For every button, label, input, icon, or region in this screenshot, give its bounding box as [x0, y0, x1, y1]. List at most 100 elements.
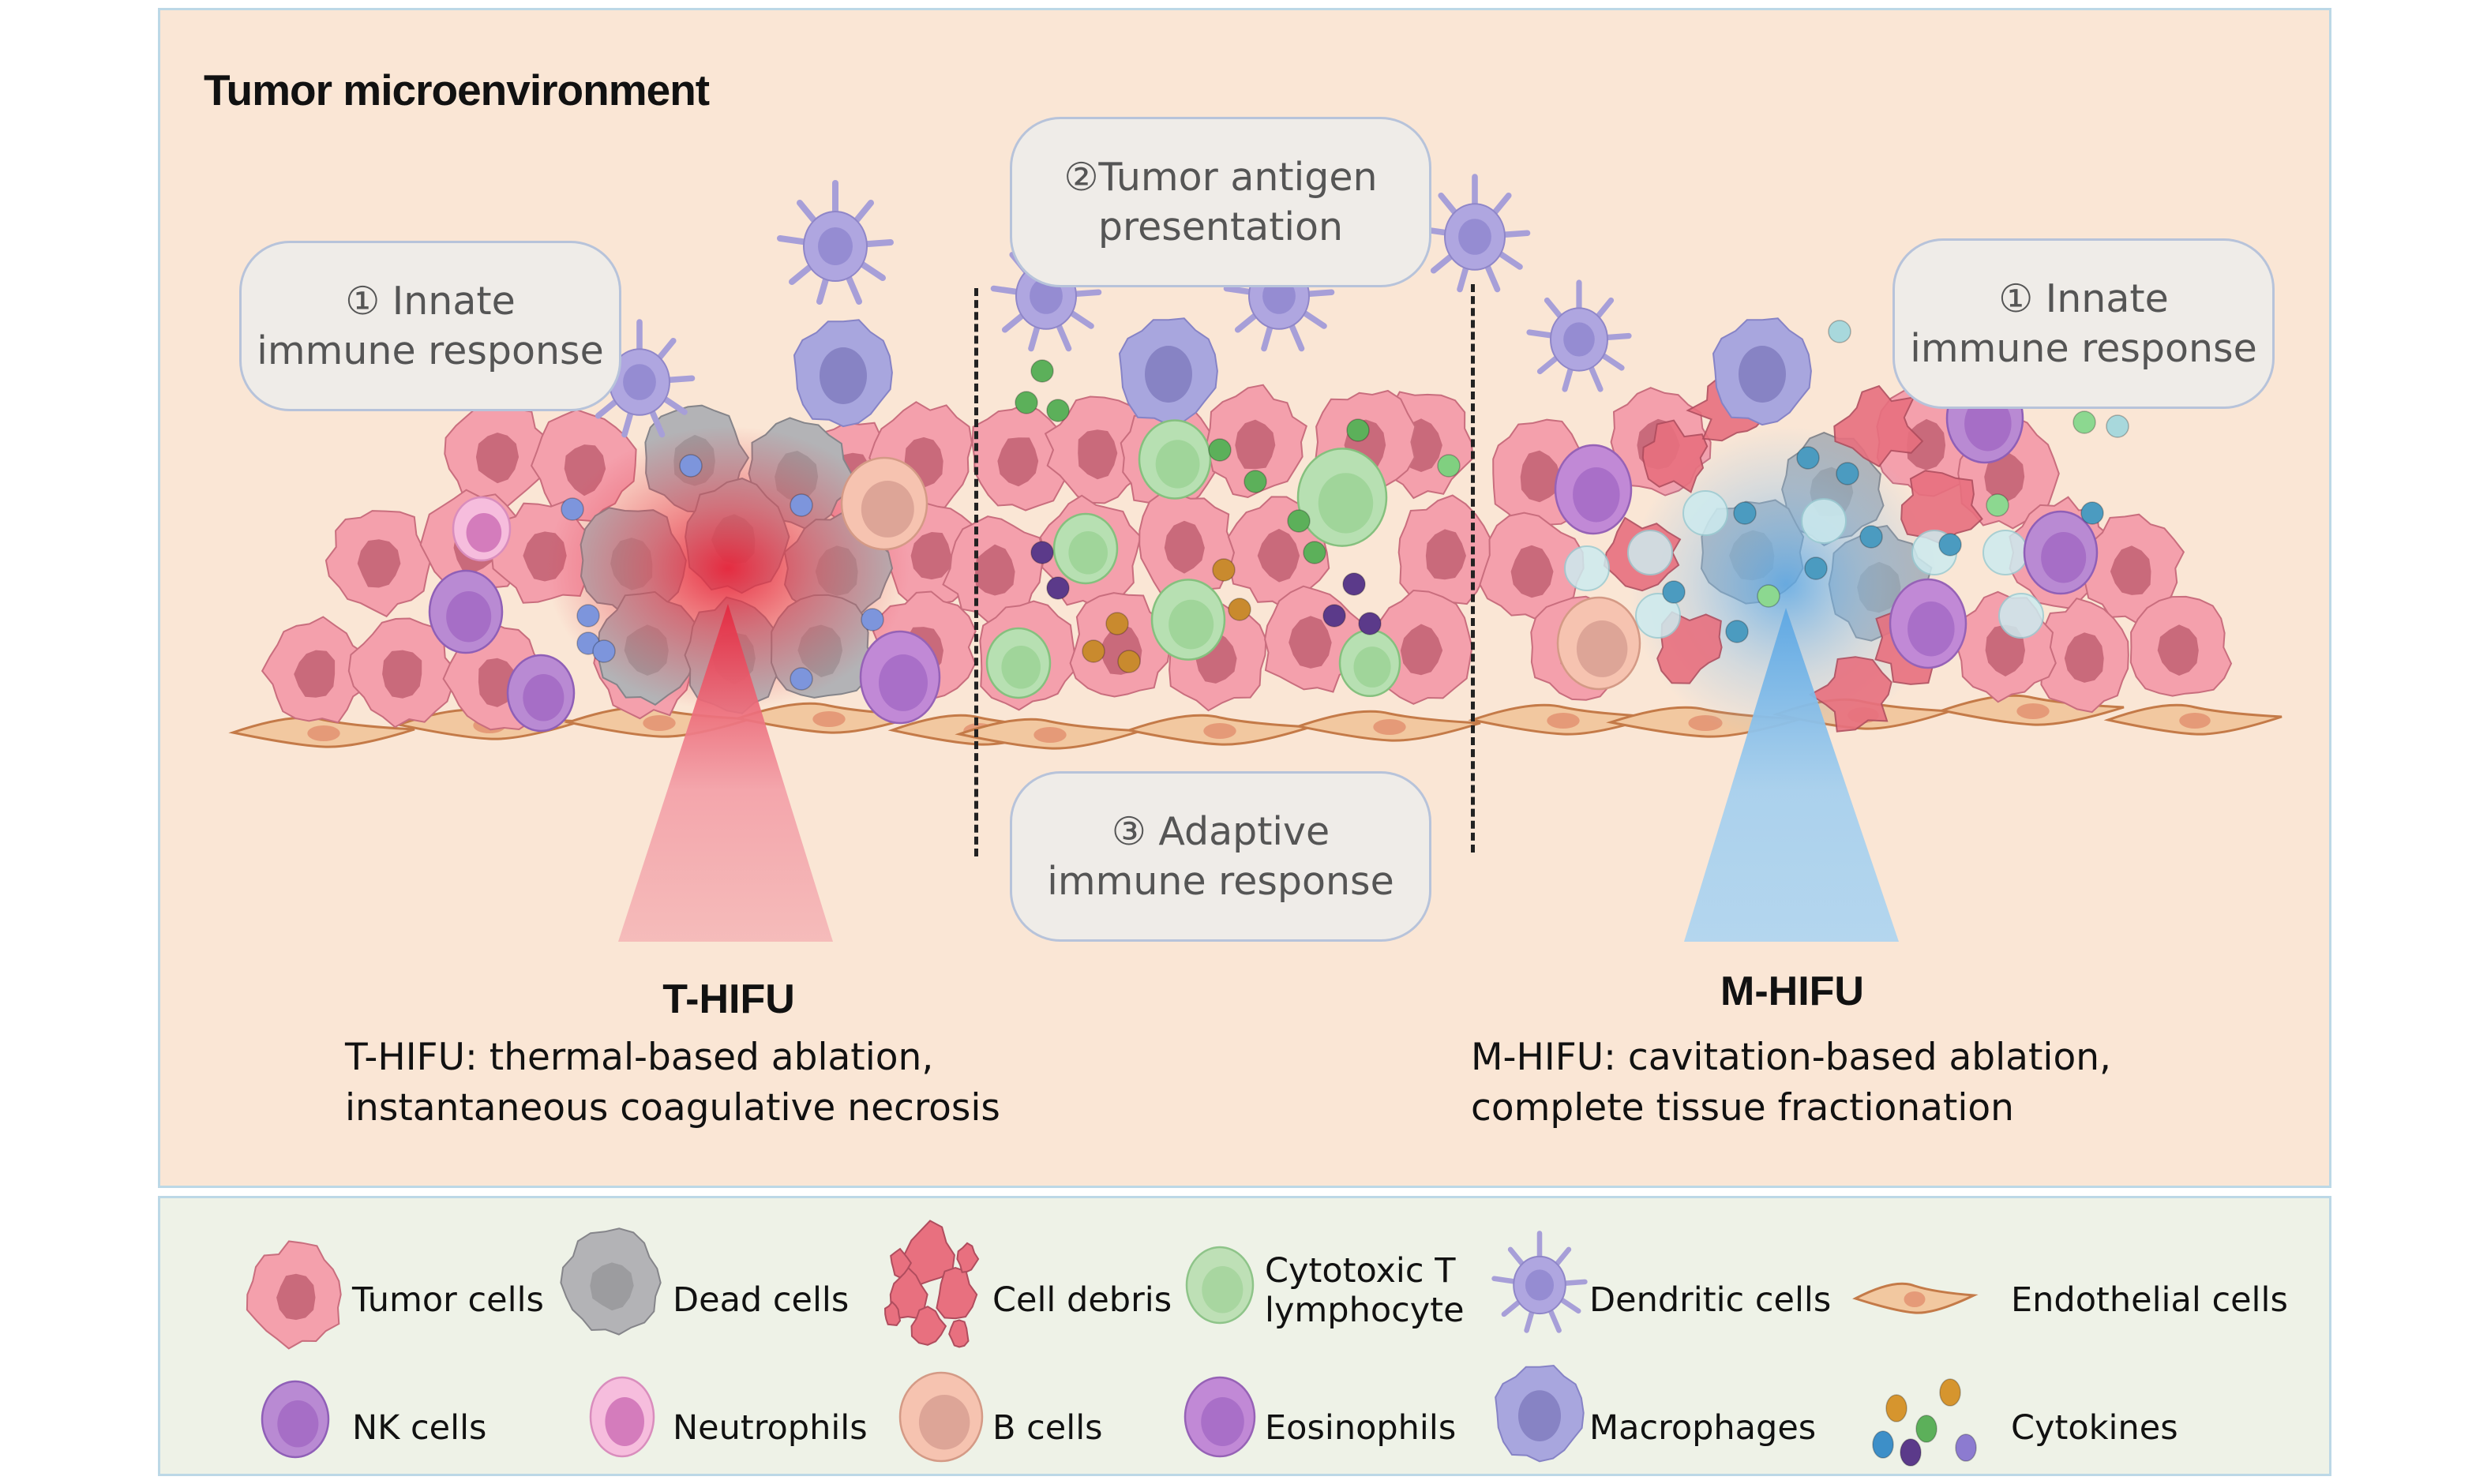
eosinophil-nucleus [1907, 601, 1955, 657]
cavitation-bubble [1801, 498, 1847, 544]
divider-right [1471, 284, 1475, 853]
nk-cell-nucleus [1964, 395, 2012, 452]
eosinophil [1889, 578, 1967, 669]
cytokine [1437, 454, 1461, 478]
cytokine [576, 604, 600, 628]
tumor-cell [261, 616, 370, 724]
legend-label-line2: lymphocyte [1265, 1291, 1465, 1330]
dendritic-nucleus [1458, 219, 1491, 255]
tumor-cell-nucleus [1425, 529, 1466, 580]
endothelial-nucleus [307, 725, 340, 741]
cytokine [1859, 525, 1883, 549]
cavitation-bubble [1998, 593, 2044, 639]
endothelial-nucleus [643, 715, 676, 731]
cytotoxic-t-lymphocyte [1338, 628, 1401, 698]
cytotoxic-t-lymphocyte [1150, 579, 1226, 661]
endothelial-nucleus [1373, 719, 1406, 735]
endothelial-cell [1468, 703, 1655, 736]
cytokine [1212, 558, 1236, 582]
cytokine [790, 667, 813, 691]
bubble-line1: ① Innate [1998, 276, 2169, 321]
m-hifu-description: M-HIFU: cavitation-based ablation, compl… [1471, 1032, 2111, 1134]
b-cell [840, 456, 928, 551]
legend-tumor-cell-icon [246, 1240, 342, 1350]
cytokine [592, 639, 616, 663]
legend-label-cell-debris: Cell debris [992, 1280, 1172, 1320]
cytokine [1322, 604, 1346, 628]
tumor-cell-nucleus [1984, 451, 2025, 503]
endothelial-cell [733, 702, 921, 734]
tumor-cell-nucleus [2110, 545, 2151, 595]
cytokine [1938, 533, 1962, 556]
bubble-innate-immune-response-left: ① Innate immune response [239, 241, 621, 411]
tumor-cell-nucleus [2064, 632, 2104, 683]
bubble-line1: ③ Adaptive [1111, 809, 1330, 854]
tumor-cell-nucleus [975, 544, 1015, 596]
dendritic-cell [777, 180, 894, 305]
tumor-cell-nucleus [475, 433, 520, 484]
cytokine [679, 454, 703, 478]
cytokine [1082, 639, 1105, 663]
cytokine [1796, 446, 1820, 470]
endothelial-cell [228, 716, 415, 748]
legend-label-cytokines: Cytokines [2011, 1408, 2178, 1448]
endothelial-nucleus [2179, 713, 2211, 729]
debris-fragment [883, 1301, 902, 1326]
endothelial-cell [1124, 714, 1311, 746]
neutrophil [452, 496, 512, 562]
cytokine [1287, 509, 1311, 533]
mechanical-hifu-beam [1684, 608, 1899, 942]
legend-label-endothelial-cells: Endothelial cells [2011, 1280, 2288, 1320]
legend-cytotoxic-t-lymphocyte-icon [1185, 1246, 1255, 1325]
legend-label-nk-cells: NK cells [352, 1408, 487, 1448]
cytokine [1757, 584, 1780, 608]
cytotoxic-t-lymphocyte-nucleus [1068, 531, 1108, 575]
endothelial-nucleus [1904, 1291, 1926, 1307]
cytotoxic-t-lymphocyte-nucleus [1318, 473, 1374, 534]
endothelial-nucleus [1547, 713, 1580, 729]
cytokine [1046, 399, 1070, 422]
cytokine [1030, 541, 1054, 564]
legend-neutrophil-icon [589, 1376, 655, 1458]
cytokine [1105, 612, 1129, 635]
cytokine [1117, 650, 1141, 673]
endothelial-nucleus [1033, 727, 1067, 743]
bubble-line2: immune response [1047, 859, 1394, 904]
tumor-cell-nucleus [1400, 624, 1443, 676]
cytokine [1986, 493, 2009, 517]
endothelial-cell [2103, 703, 2283, 736]
cytokine [1342, 572, 1366, 596]
cytokine [1030, 359, 1054, 383]
dendritic-cell [1419, 174, 1531, 293]
debris-fragment [890, 1247, 913, 1279]
legend-cell-debris-icon [883, 1220, 980, 1348]
legend-dendritic-cell-icon [1491, 1231, 1588, 1333]
cytokine-dot [1872, 1430, 1894, 1459]
tumor-cell [1138, 492, 1237, 602]
nk-cell [506, 654, 576, 733]
eosinophil-nucleus [879, 654, 928, 711]
cytokine-dot [1885, 1394, 1907, 1422]
tumor-cell-nucleus [1257, 528, 1300, 583]
bubble-line1: ① Innate [345, 279, 516, 324]
legend-label-line1: Cytotoxic T [1265, 1251, 1456, 1291]
legend-endothelial-cell-icon [1852, 1282, 1979, 1314]
legend-label-dendritic-cells: Dendritic cells [1589, 1280, 1832, 1320]
tumor-cell-nucleus [357, 539, 401, 588]
dendritic-nucleus [623, 364, 656, 400]
tumor-cell [2129, 595, 2233, 697]
tumor-cell-nucleus [1520, 450, 1562, 503]
bubble-line2: immune response [1910, 326, 2257, 371]
legend-b-cell-icon-nucleus [918, 1395, 970, 1450]
legend-label-macrophages: Macrophages [1589, 1408, 1817, 1448]
cytokine [2080, 501, 2104, 525]
bubble-line2: presentation [1097, 204, 1344, 249]
legend-label-neutrophils: Neutrophils [673, 1408, 868, 1448]
dendritic-nucleus [1525, 1269, 1555, 1301]
tumor-cell-nucleus [1078, 429, 1118, 480]
endothelial-layer [228, 694, 2283, 750]
tumor-cell-nucleus [1907, 418, 1946, 470]
cell-debris [1641, 419, 1709, 493]
tumor-cell-nucleus [276, 1273, 316, 1321]
cytokine-dot [1915, 1415, 1937, 1443]
